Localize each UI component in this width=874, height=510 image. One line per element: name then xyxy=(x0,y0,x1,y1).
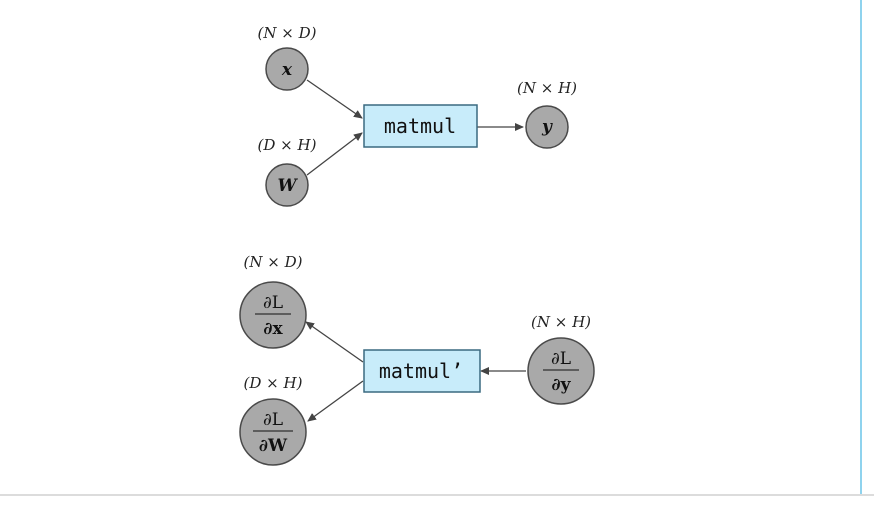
dx-node xyxy=(239,281,307,349)
dy-node xyxy=(527,337,595,405)
w-dims-label: (D × H) xyxy=(258,136,317,154)
dy-numerator: ∂L xyxy=(551,349,571,369)
x-node xyxy=(265,47,309,91)
y-dims-label: (N × H) xyxy=(517,79,577,97)
y-node xyxy=(525,105,569,149)
page-right-rule xyxy=(860,0,862,496)
edge-x-to-matmul xyxy=(306,79,363,119)
x-node-label: x xyxy=(281,60,293,80)
dy-dims-label: (N × H) xyxy=(531,313,591,331)
forward-graph: (N × D) x (D × H) W matmul (N × H) y xyxy=(258,24,577,207)
dx-numerator: ∂L xyxy=(263,293,283,313)
matmul-op-box xyxy=(363,104,478,148)
w-node xyxy=(265,163,309,207)
dw-denominator: ∂W xyxy=(259,436,288,456)
x-dims-label: (N × D) xyxy=(258,24,317,42)
dy-denominator: ∂y xyxy=(552,375,572,395)
page-bottom-rule xyxy=(0,494,874,496)
dx-denominator: ∂x xyxy=(263,319,283,339)
edge-matmul-grad-to-dx xyxy=(305,321,364,363)
y-node-label: y xyxy=(541,117,553,137)
matmul-op-label: matmul xyxy=(384,114,456,138)
dw-dims-label: (D × H) xyxy=(244,374,303,392)
dw-node xyxy=(239,398,307,466)
matmul-grad-op-box xyxy=(363,349,481,393)
dx-dims-label: (N × D) xyxy=(244,253,303,271)
w-node-label: W xyxy=(277,176,298,196)
dw-numerator: ∂L xyxy=(263,410,283,430)
matmul-grad-op-label: matmul’ xyxy=(379,359,463,383)
edge-matmul-grad-to-dw xyxy=(307,380,364,422)
backward-graph: (N × D) ∂L ∂x (D × H) ∂L ∂W matmul’ (N ×… xyxy=(239,253,595,466)
edge-w-to-matmul xyxy=(306,132,363,176)
